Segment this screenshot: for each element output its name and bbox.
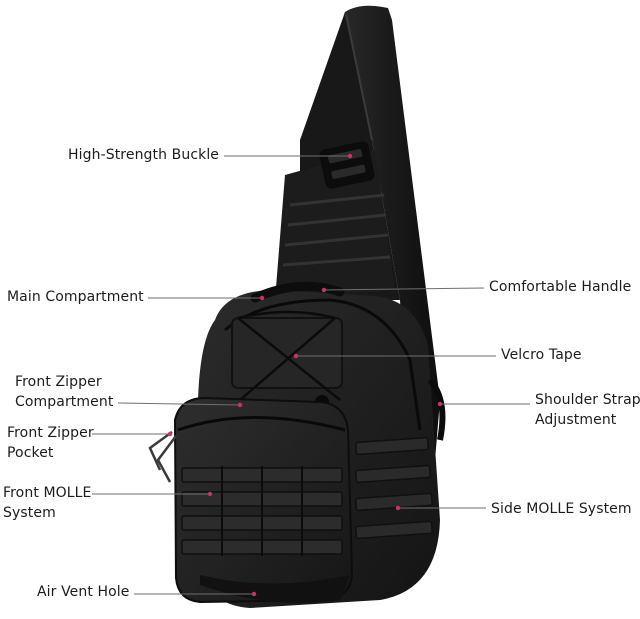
label-line: Front MOLLE: [3, 485, 92, 501]
label-front-zipper-pocket: Front Zipper Pocket: [7, 423, 94, 463]
label-shoulder-strap-adjustment: Shoulder Strap Adjustment: [535, 390, 640, 430]
leader-dot-side-molle: [395, 505, 401, 511]
leader-dot-handle: [321, 287, 327, 293]
label-line: Air Vent Hole: [37, 584, 130, 600]
front-molle-stitches: [221, 466, 303, 556]
leader-dot-buckle: [347, 153, 353, 159]
label-high-strength-buckle: High-Strength Buckle: [68, 145, 219, 165]
label-line: Front Zipper: [7, 425, 94, 441]
main-zipper: [224, 298, 422, 431]
leader-line-handle: [323, 287, 485, 291]
label-velcro-tape: Velcro Tape: [501, 345, 582, 365]
label-line: Compartment: [15, 394, 114, 410]
leader-dot-air-vent: [251, 591, 257, 597]
label-line: Pocket: [7, 445, 54, 461]
label-front-molle-system: Front MOLLE System: [3, 483, 92, 523]
label-line: Adjustment: [535, 412, 617, 428]
label-line: Shoulder Strap: [535, 392, 640, 408]
zipper-pulls: [148, 430, 177, 483]
leader-dot-strap-adjust: [437, 401, 443, 407]
leader-dot-front-zip-comp: [237, 402, 243, 408]
leader-line-front-zip-comp: [117, 402, 241, 406]
label-main-compartment: Main Compartment: [7, 287, 144, 307]
strap-edge-highlight: [345, 13, 373, 141]
label-line: Comfortable Handle: [489, 279, 632, 295]
label-comfortable-handle: Comfortable Handle: [489, 277, 631, 297]
label-line: System: [3, 505, 56, 521]
side-molle-webbing: [355, 436, 433, 540]
upper-strap-webbing: [282, 193, 391, 267]
bag-bottom: [200, 575, 350, 603]
label-side-molle-system: Side MOLLE System: [491, 499, 632, 519]
front-zipper-line: [177, 416, 346, 432]
leader-dot-front-zip-pocket: [167, 431, 173, 437]
leader-dot-main: [259, 295, 265, 301]
label-line: Side MOLLE System: [491, 501, 632, 517]
leader-dot-front-molle: [207, 491, 213, 497]
label-line: Main Compartment: [7, 289, 144, 305]
label-line: High-Strength Buckle: [68, 147, 220, 163]
leader-dot-velcro: [293, 353, 299, 359]
label-front-zipper-compartment: Front Zipper Compartment: [15, 372, 113, 412]
label-line: Velcro Tape: [501, 347, 582, 363]
label-line: Front Zipper: [15, 374, 102, 390]
bungee-cord: [237, 310, 341, 401]
label-air-vent-hole: Air Vent Hole: [37, 582, 130, 602]
